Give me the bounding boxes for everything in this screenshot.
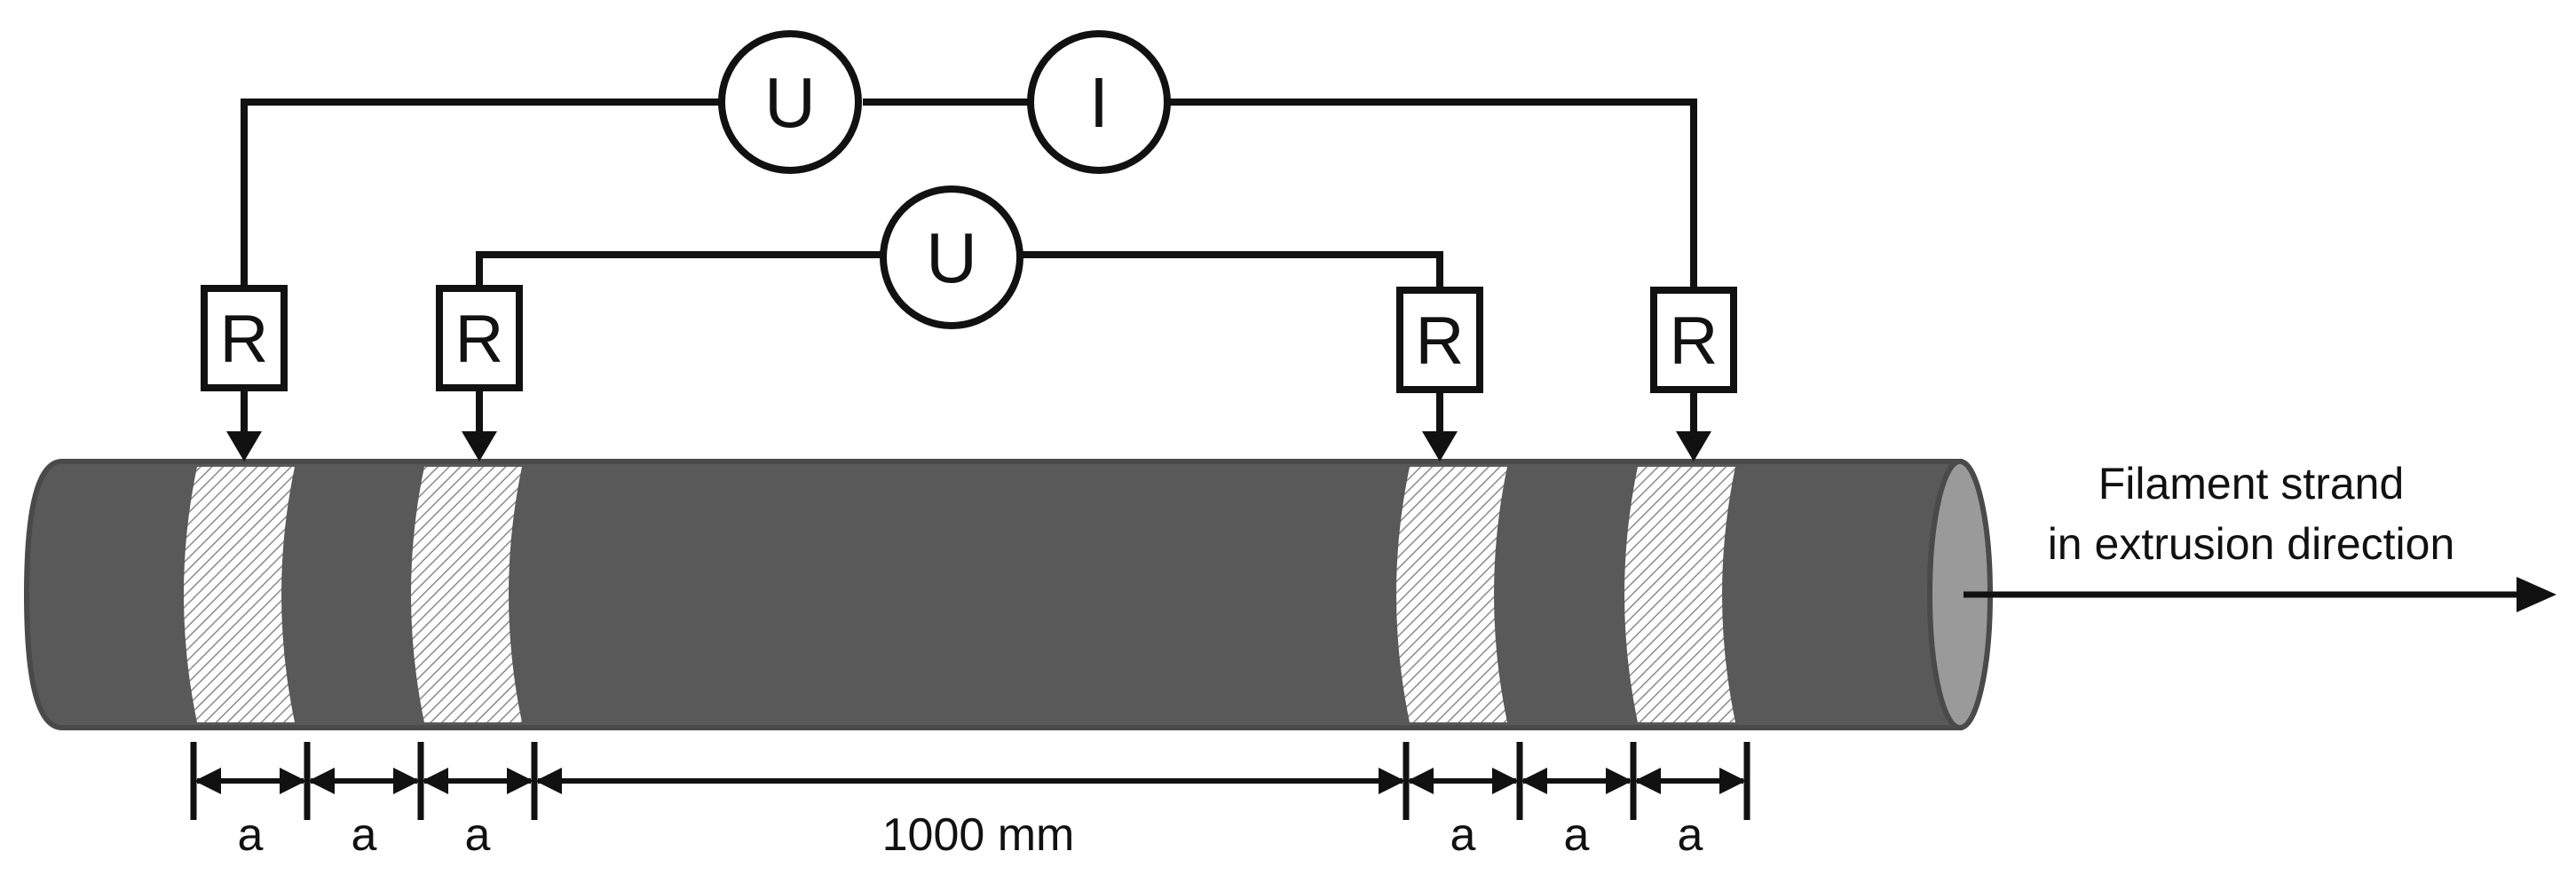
contact-arrow-head (462, 431, 497, 461)
extrusion-direction: Filament strand in extrusion direction (1964, 459, 2556, 612)
resistor-label: R (1416, 303, 1465, 379)
dimension-lines: a a a 1000 mm a a a (190, 742, 1750, 861)
inner-wire-left (476, 251, 885, 290)
dimension-label: a (352, 809, 377, 861)
contact-arrow-head (1676, 431, 1711, 461)
contact-band-4 (1624, 467, 1735, 722)
inner-circuit: U (476, 185, 1443, 329)
resistor-box (436, 285, 523, 391)
resistor-label: R (220, 302, 269, 377)
contact-band-2 (411, 467, 522, 722)
ammeter: I (1027, 30, 1171, 174)
resistor-box (1650, 287, 1737, 393)
contact-band-3 (1396, 467, 1507, 722)
contact-band-1 (184, 467, 295, 722)
contact-4: R (1650, 287, 1737, 461)
contact-3: R (1396, 287, 1483, 461)
strand-caption-line1: Filament strand (2098, 459, 2405, 508)
dimension-label: a (1564, 809, 1590, 861)
inner-voltmeter: U (880, 185, 1023, 329)
extrusion-arrow-head (2517, 577, 2556, 612)
outer-circuit: U I (241, 30, 1697, 290)
dimension-label: 1000 mm (882, 809, 1075, 861)
outer-voltmeter: U (718, 30, 862, 174)
outer-voltmeter-label: U (764, 63, 816, 142)
outer-wire-left (241, 99, 726, 288)
filament-strand (23, 459, 1993, 730)
outer-voltmeter-circle (718, 30, 862, 174)
inner-wire-right (1019, 251, 1443, 290)
resistor-label: R (1670, 303, 1719, 379)
contact-arrow-head (226, 431, 262, 461)
contact-1: R (201, 285, 288, 461)
outer-wire-right (1168, 99, 1697, 290)
ammeter-circle (1027, 30, 1171, 174)
contact-2: R (436, 285, 523, 461)
inner-voltmeter-circle (880, 185, 1023, 329)
dimension-label: a (465, 809, 491, 861)
ammeter-label: I (1089, 63, 1109, 142)
dimension-label: a (1678, 809, 1703, 861)
resistor-label: R (455, 302, 504, 377)
dimension-label: a (1450, 809, 1476, 861)
contact-arrow-head (1422, 431, 1458, 461)
inner-voltmeter-label: U (926, 218, 977, 297)
dimension-label: a (238, 809, 264, 861)
strand-caption-line2: in extrusion direction (2048, 519, 2455, 569)
